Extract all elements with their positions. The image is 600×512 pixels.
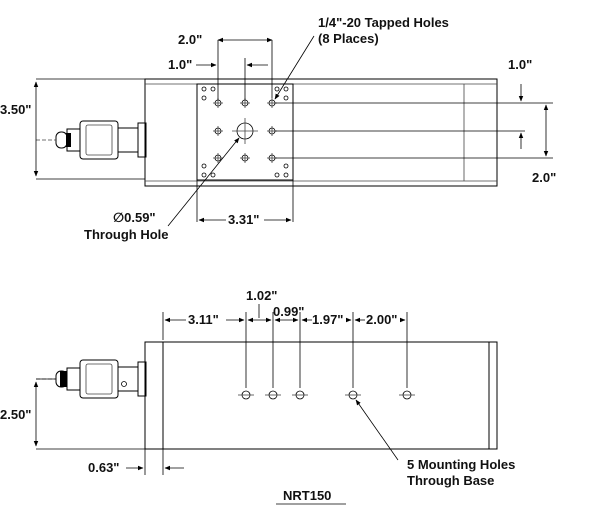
dim-label-2-00: 2.00" bbox=[366, 312, 397, 327]
mounting-holes-label-1: 5 Mounting Holes bbox=[407, 457, 515, 472]
base-body-outline bbox=[144, 341, 498, 450]
tapped-holes-leader bbox=[274, 35, 315, 100]
mounting-holes bbox=[238, 390, 415, 400]
through-hole-leader bbox=[167, 137, 240, 227]
platform-corner-holes bbox=[201, 86, 289, 178]
dim-label-1in-top: 1.0" bbox=[168, 57, 192, 72]
stage-body-outline bbox=[144, 78, 498, 187]
dim-label-1in-right: 1.0" bbox=[508, 57, 532, 72]
model-label: NRT150 bbox=[283, 488, 331, 503]
through-hole-label-2: Through Hole bbox=[84, 227, 169, 242]
side-view: 3.11" 1.02" 0.99" 1.97" 2.00" 2.50" 0.63… bbox=[0, 288, 515, 505]
dim-label-height: 3.50" bbox=[0, 102, 31, 117]
dim-label-0-99: 0.99" bbox=[273, 304, 304, 319]
dim-label-2-50: 2.50" bbox=[0, 407, 31, 422]
dim-label-0-63: 0.63" bbox=[88, 460, 119, 475]
center-through-hole bbox=[232, 118, 258, 144]
dim-label-1-02: 1.02" bbox=[246, 288, 277, 303]
dim-label-2in-right: 2.0" bbox=[532, 170, 556, 185]
through-hole-label-1: ∅0.59" bbox=[113, 210, 156, 225]
tapped-holes-label-1: 1/4"-20 Tapped Holes bbox=[318, 15, 449, 30]
mounting-holes-leader bbox=[355, 399, 399, 461]
top-view: 2.0" 1.0" 1/4"-20 Tapped Holes (8 Places… bbox=[0, 15, 556, 242]
mounting-holes-label-2: Through Base bbox=[407, 473, 494, 488]
tapped-holes-label-2: (8 Places) bbox=[318, 31, 379, 46]
motor-assembly-top bbox=[36, 120, 147, 160]
dim-label-platform: 3.31" bbox=[228, 212, 259, 227]
dim-label-1-97: 1.97" bbox=[312, 312, 343, 327]
tapped-holes bbox=[213, 98, 277, 163]
dim-label-3-11: 3.11" bbox=[188, 312, 219, 327]
dim-label-2in-top: 2.0" bbox=[178, 32, 202, 47]
